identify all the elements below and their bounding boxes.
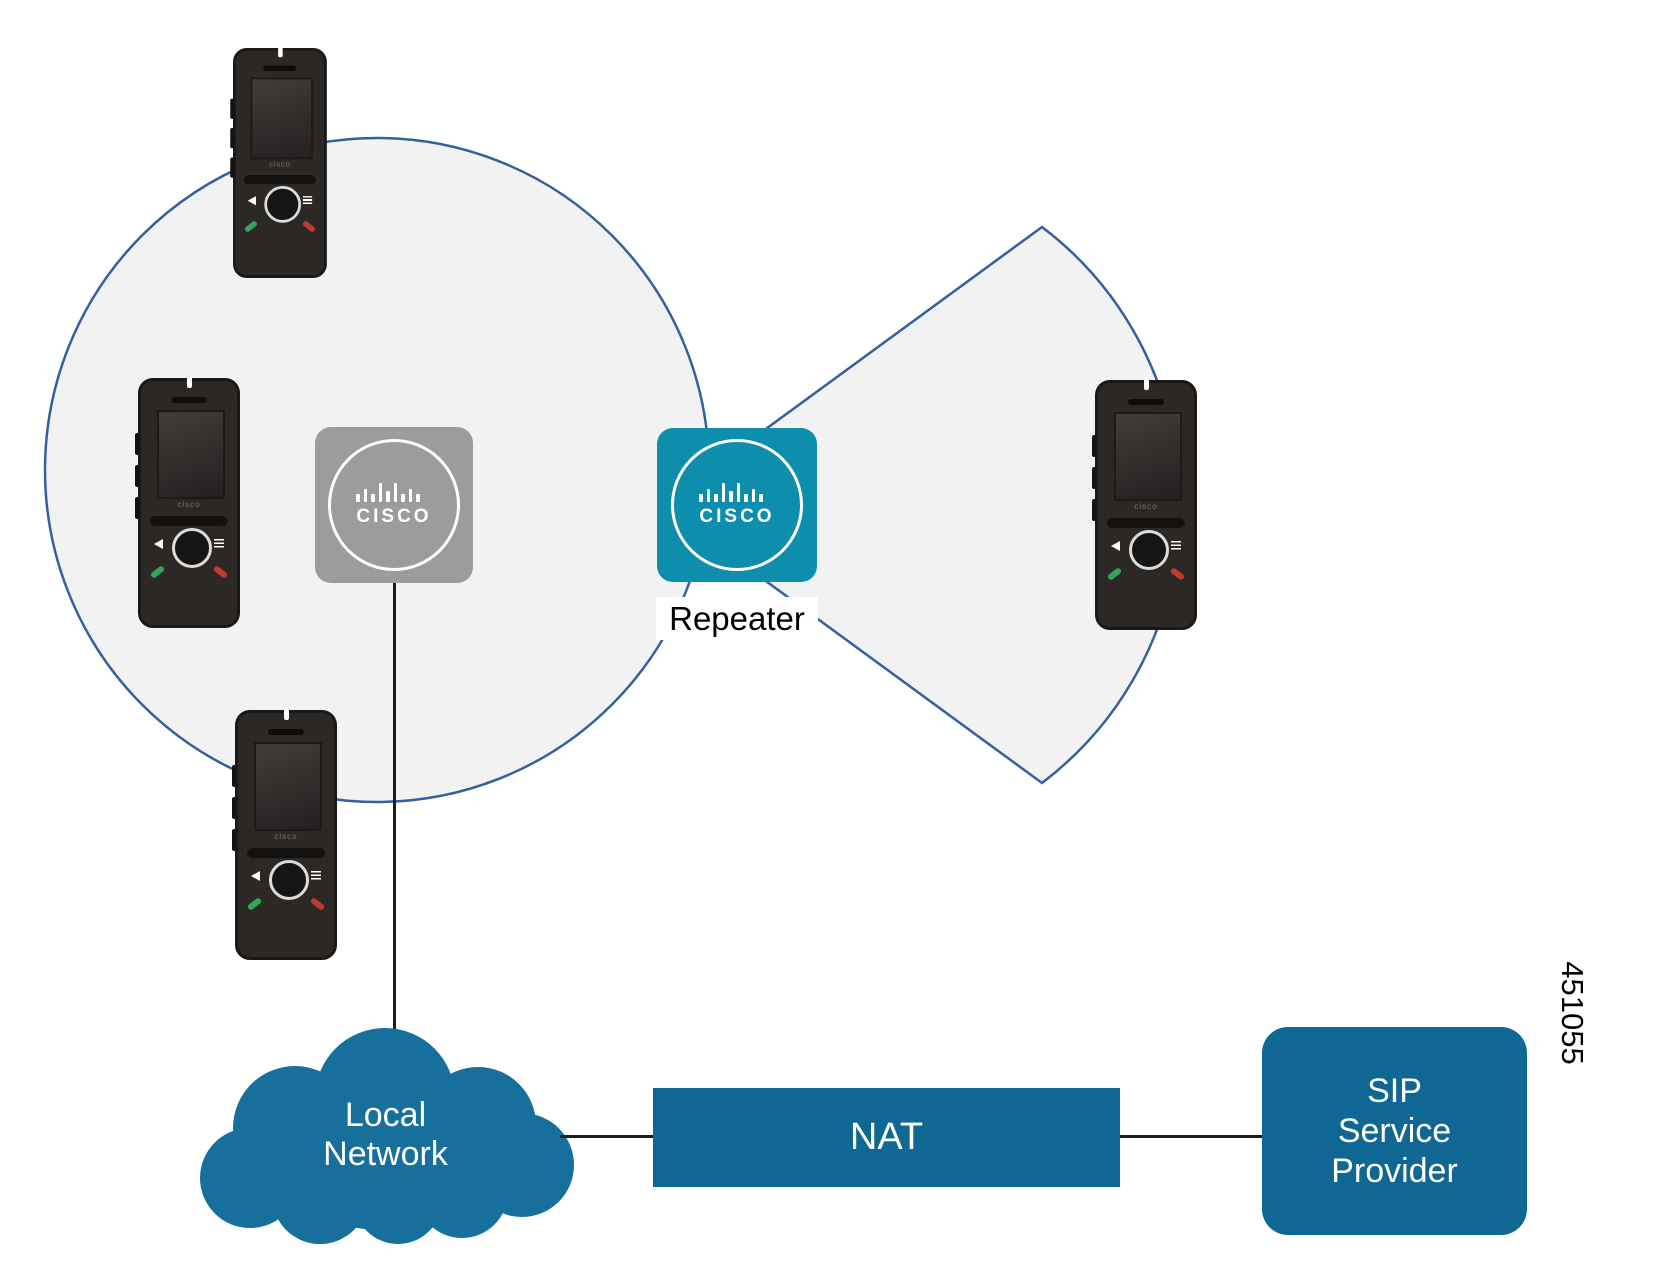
earpiece-speaker	[171, 397, 207, 403]
cisco-bridge-bars-icon	[356, 482, 431, 502]
softkey-bar	[150, 516, 228, 526]
sip-provider-box: SIP Service Provider	[1262, 1027, 1527, 1235]
earpiece-speaker	[263, 65, 297, 71]
speaker-icon	[251, 871, 260, 881]
phone-screen	[157, 410, 225, 499]
local-network-label: Local Network	[263, 1096, 508, 1174]
cisco-wordmark: CISCO	[356, 506, 432, 527]
dect-handset-4: cisco	[1092, 378, 1197, 630]
repeater-label: Repeater	[656, 597, 818, 640]
softkey-bar	[247, 848, 325, 858]
navigation-ring	[264, 186, 302, 223]
end-call-icon	[212, 565, 229, 579]
cisco-wordmark: cisco	[269, 160, 291, 169]
cisco-bridge-bars-icon	[699, 482, 774, 502]
local-network-label-line1: Local	[344, 1096, 427, 1134]
cisco-wordmark: CISCO	[699, 506, 775, 527]
side-buttons	[230, 98, 234, 119]
menu-icon	[302, 196, 313, 205]
phone-screen	[1114, 412, 1182, 501]
antenna-notch	[186, 376, 192, 388]
nat-box: NAT	[653, 1088, 1120, 1187]
cisco-logo-icon: CISCO	[699, 482, 774, 528]
navigation-ring	[1129, 530, 1169, 570]
cisco-wordmark: cisco	[177, 500, 201, 509]
antenna-notch	[283, 708, 289, 720]
dect-handset-2: cisco	[135, 376, 240, 628]
sip-label-line1: SIP	[1367, 1072, 1422, 1110]
side-buttons	[135, 433, 139, 455]
antenna-notch	[1143, 378, 1149, 390]
menu-icon	[214, 539, 224, 548]
softkey-bar	[244, 174, 316, 185]
figure-number: 451055	[1555, 961, 1590, 1065]
call-answer-icon	[243, 220, 259, 233]
antenna-notch	[277, 46, 283, 58]
speaker-icon	[247, 196, 256, 206]
phone-screen	[250, 77, 314, 160]
menu-icon	[1171, 541, 1181, 550]
speaker-icon	[1111, 541, 1120, 551]
softkey-bar	[1107, 518, 1185, 528]
sip-label-line3: Provider	[1331, 1152, 1458, 1190]
nat-label: NAT	[849, 1116, 924, 1158]
cisco-wordmark: cisco	[274, 832, 298, 841]
side-buttons	[232, 765, 236, 787]
local-network-label-line2: Network	[323, 1135, 448, 1173]
local-network-cloud	[200, 1028, 574, 1244]
cisco-logo-ring: CISCO	[671, 439, 803, 571]
menu-icon	[311, 871, 321, 880]
end-call-icon	[1169, 567, 1186, 581]
cisco-logo-icon: CISCO	[356, 482, 431, 528]
base-station: CISCO	[315, 427, 473, 583]
side-buttons	[1092, 435, 1096, 457]
end-call-icon	[309, 897, 326, 911]
cisco-wordmark: cisco	[1134, 502, 1158, 511]
dect-handset-1: cisco	[230, 46, 327, 278]
cisco-logo-ring: CISCO	[328, 439, 460, 571]
sip-label-line2: Service	[1337, 1112, 1452, 1150]
phone-screen	[254, 742, 322, 831]
navigation-ring	[172, 528, 212, 568]
call-answer-icon	[1106, 567, 1123, 581]
earpiece-speaker	[1128, 399, 1164, 405]
speaker-icon	[154, 539, 163, 549]
dect-handset-3: cisco	[232, 708, 337, 960]
navigation-ring	[269, 860, 309, 900]
repeater: CISCO	[657, 428, 817, 582]
call-answer-icon	[246, 897, 263, 911]
end-call-icon	[301, 220, 317, 233]
earpiece-speaker	[268, 729, 304, 735]
call-answer-icon	[149, 565, 166, 579]
